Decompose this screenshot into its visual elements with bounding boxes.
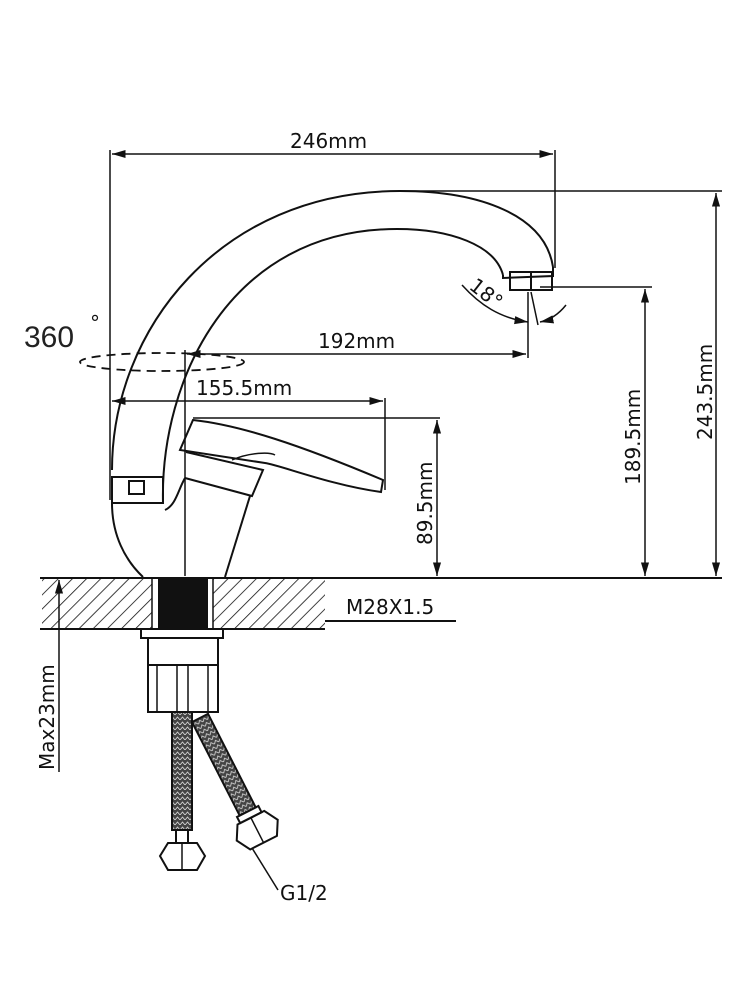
label-total-height: 243.5mm — [693, 344, 717, 440]
rotation-indicator: 360 ° — [24, 311, 245, 372]
dimension-outlet-angle: 18° — [461, 273, 567, 326]
hose-straight — [158, 711, 207, 871]
hose-angled — [190, 712, 279, 851]
label-total-reach: 246mm — [290, 129, 367, 153]
rotation-degree-mark: ° — [90, 311, 100, 335]
lever-handle — [164, 417, 440, 578]
dimension-counter-thickness: Max23mm — [35, 580, 64, 772]
label-handle-reach: 155.5mm — [196, 376, 292, 400]
countertop-section — [40, 577, 722, 630]
mounting-nut — [140, 628, 224, 713]
dimension-spout-reach: 192mm — [184, 292, 529, 576]
faucet-base — [111, 476, 164, 578]
mount-thread-callout: M28X1.5 — [325, 595, 456, 622]
label-outlet-height: 189.5mm — [621, 389, 645, 485]
dimension-total-reach: 246mm — [109, 129, 556, 500]
label-spout-reach: 192mm — [318, 329, 395, 353]
spout — [111, 189, 554, 504]
label-hose-connection: G1/2 — [280, 881, 328, 905]
label-rotation: 360 — [24, 321, 74, 354]
hose-connection-callout: G1/2 — [251, 847, 328, 905]
dimension-total-height: 243.5mm — [400, 190, 722, 576]
dimension-outlet-height: 189.5mm — [540, 286, 652, 576]
label-mount-thread: M28X1.5 — [346, 595, 434, 619]
label-outlet-angle: 18° — [465, 273, 508, 314]
label-counter-thickness: Max23mm — [35, 664, 59, 770]
dimension-handle-height: 89.5mm — [413, 420, 442, 576]
dimension-handle-reach: 155.5mm — [112, 376, 386, 490]
label-handle-height: 89.5mm — [413, 462, 437, 546]
